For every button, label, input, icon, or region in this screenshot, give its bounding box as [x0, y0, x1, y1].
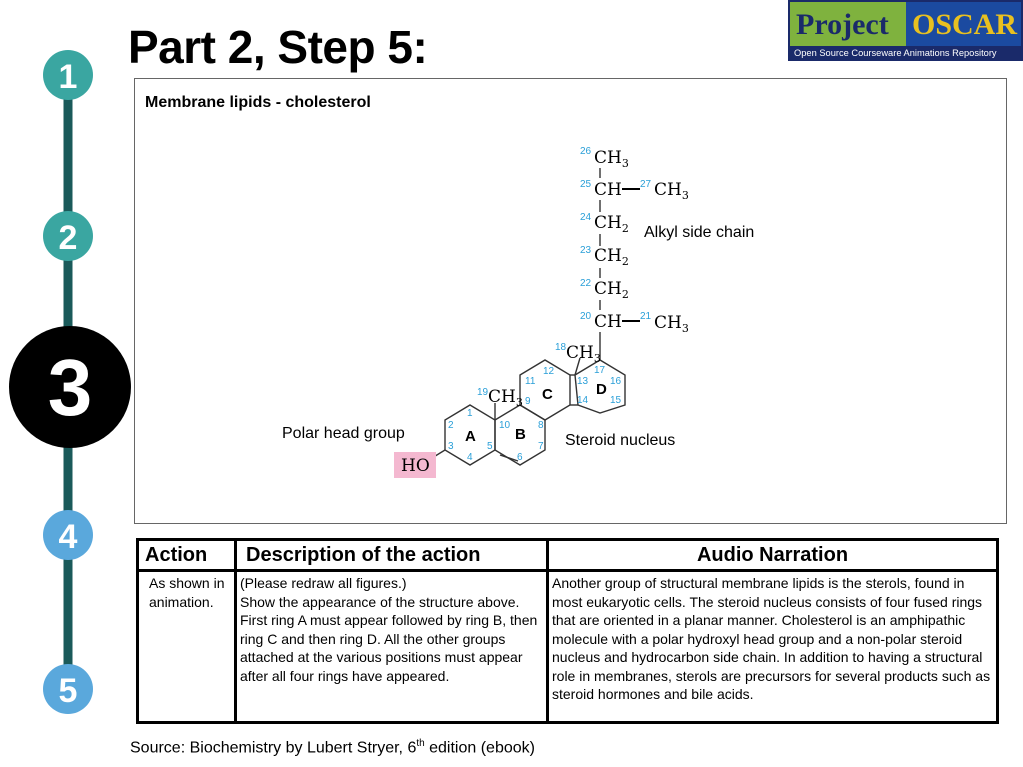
- svg-text:12: 12: [543, 366, 555, 377]
- group-c25: CH: [594, 180, 622, 200]
- svg-text:17: 17: [594, 365, 606, 376]
- svg-text:13: 13: [577, 376, 589, 387]
- svg-text:1: 1: [59, 58, 78, 96]
- group-c21: CH3: [654, 313, 689, 335]
- step-2[interactable]: 2: [43, 211, 93, 261]
- svg-text:25: 25: [580, 179, 592, 190]
- svg-text:16: 16: [610, 376, 622, 387]
- svg-text:18: 18: [555, 342, 567, 353]
- cholesterol-structure: CH3 CH CH3 CH2 CH2 CH2 CH CH3 CH3 CH3 HO…: [394, 146, 689, 478]
- figure-caption: Membrane lipids - cholesterol: [145, 94, 371, 111]
- ring-b-label: B: [515, 426, 526, 443]
- svg-text:22: 22: [580, 278, 592, 289]
- group-c19: CH3: [488, 387, 523, 409]
- carbon-numbers: 26 25 27 24 23 22 20 21 18 19 17 16 15 1…: [448, 146, 652, 463]
- svg-text:14: 14: [577, 395, 589, 406]
- svg-text:9: 9: [525, 396, 531, 407]
- storyboard-table: Action Description of the action Audio N…: [136, 538, 999, 724]
- svg-text:Open Source Courseware Animati: Open Source Courseware Animations Reposi…: [794, 48, 997, 58]
- svg-text:7: 7: [538, 441, 544, 452]
- svg-text:3: 3: [448, 441, 454, 452]
- step-5[interactable]: 5: [43, 664, 93, 714]
- svg-text:5: 5: [487, 441, 493, 452]
- double-bond-5-6: [499, 454, 519, 462]
- svg-text:4: 4: [467, 452, 473, 463]
- header-action: Action: [136, 538, 237, 572]
- svg-text:20: 20: [580, 311, 592, 322]
- svg-text:27: 27: [640, 179, 652, 190]
- group-c22: CH2: [594, 279, 629, 301]
- svg-text:6: 6: [517, 452, 523, 463]
- svg-text:2: 2: [59, 219, 78, 257]
- group-c27: CH3: [654, 180, 689, 202]
- svg-text:19: 19: [477, 387, 489, 398]
- ring-d-label: D: [596, 381, 607, 398]
- svg-text:3: 3: [48, 343, 93, 432]
- svg-text:2: 2: [448, 420, 454, 431]
- svg-text:24: 24: [580, 212, 592, 223]
- steroid-rings: [431, 168, 626, 466]
- svg-text:26: 26: [580, 146, 592, 157]
- cell-action: As shown in animation.: [136, 569, 237, 724]
- svg-text:15: 15: [610, 395, 622, 406]
- ring-a-label: A: [465, 428, 476, 445]
- svg-text:10: 10: [499, 420, 511, 431]
- group-c23: CH2: [594, 246, 629, 268]
- group-c18: CH3: [566, 343, 601, 365]
- svg-text:21: 21: [640, 311, 652, 322]
- alkyl-side-chain-label: Alkyl side chain: [644, 224, 755, 241]
- source-citation: Source: Biochemistry by Lubert Stryer, 6…: [130, 738, 535, 757]
- project-oscar-logo: Project OSCAR Open Source Courseware Ani…: [788, 0, 1023, 61]
- svg-text:5: 5: [59, 672, 78, 710]
- table-row: As shown in animation. (Please redraw al…: [136, 569, 999, 724]
- hydroxyl-group: HO: [401, 456, 430, 476]
- group-c24: CH2: [594, 213, 629, 235]
- svg-text:Project: Project: [796, 8, 889, 41]
- steroid-nucleus-label: Steroid nucleus: [565, 432, 676, 449]
- svg-text:4: 4: [59, 518, 78, 556]
- c18-methyl-bond: [574, 357, 581, 376]
- group-c26: CH3: [594, 148, 629, 170]
- polar-head-highlight: [394, 452, 436, 478]
- step-4[interactable]: 4: [43, 510, 93, 560]
- svg-text:23: 23: [580, 245, 592, 256]
- svg-text:8: 8: [538, 420, 544, 431]
- svg-text:11: 11: [525, 376, 536, 387]
- group-c20: CH: [594, 312, 622, 332]
- cell-audio-narration: Another group of structural membrane lip…: [546, 569, 999, 724]
- svg-text:1: 1: [467, 408, 473, 419]
- figure-frame: [134, 78, 1007, 524]
- polar-head-group-label: Polar head group: [282, 425, 405, 442]
- header-description: Description of the action: [234, 538, 549, 572]
- slide-title: Part 2, Step 5:: [128, 21, 428, 73]
- header-audio-narration: Audio Narration: [546, 538, 999, 572]
- step-1[interactable]: 1: [43, 50, 93, 100]
- svg-text:OSCAR: OSCAR: [912, 8, 1017, 41]
- ring-c-label: C: [542, 386, 553, 403]
- step-3-current[interactable]: 3: [9, 326, 131, 448]
- step-indicator: 1 2 3 4 5: [9, 50, 131, 714]
- cell-description: (Please redraw all figures.) Show the ap…: [234, 569, 549, 724]
